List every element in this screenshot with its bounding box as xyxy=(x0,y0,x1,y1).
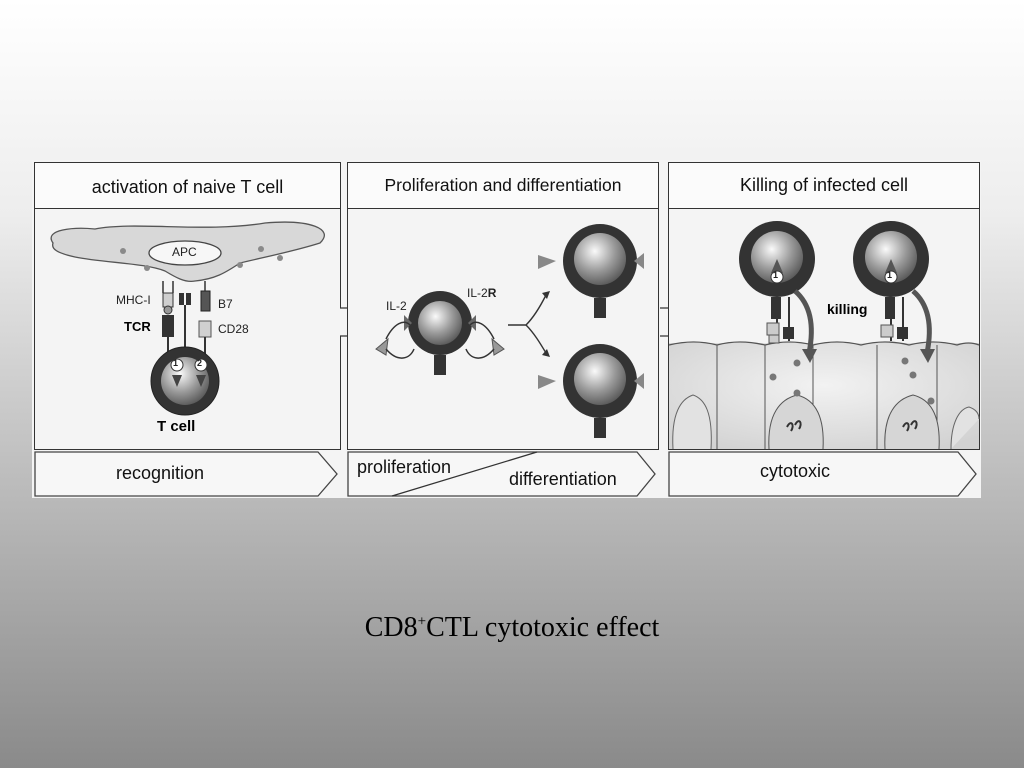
ctl-1-signal-label: 1 xyxy=(773,270,779,280)
panel-activation: activation of naive T cell xyxy=(34,162,341,450)
panel-killing-title: Killing of infected cell xyxy=(739,175,909,195)
signal-2-marker xyxy=(194,358,208,372)
ctl-2-signal-label: 1 xyxy=(887,270,893,280)
tcr-molecule xyxy=(162,315,174,337)
tcr-label: TCR xyxy=(124,319,151,334)
panel-proliferation-title: Proliferation and differentiation xyxy=(384,175,622,195)
cd28-label: CD28 xyxy=(218,322,249,336)
arrow-cytotoxic: cytotoxic xyxy=(668,451,978,497)
il2-triangle-left xyxy=(375,337,389,356)
arrow-proliferation: proliferation differentiation xyxy=(347,451,657,497)
mhc-label: MHC-I xyxy=(116,293,151,307)
activation-illustration xyxy=(50,221,325,416)
apc-nucleus xyxy=(148,240,222,266)
arrow-differentiation-label: differentiation xyxy=(509,469,617,489)
il2r-label: IL-2R xyxy=(467,286,497,300)
signal-2-label: 2 xyxy=(197,358,203,368)
killing-label: killing xyxy=(827,301,868,317)
t-cell-label: T cell xyxy=(157,418,196,435)
apc-label: APC xyxy=(172,245,197,259)
panel-proliferation-header: Proliferation and differentiation xyxy=(348,163,658,209)
panel-proliferation: Proliferation and differentiation xyxy=(347,162,659,450)
arrow-recognition-label: recognition xyxy=(116,463,205,483)
b7-label: B7 xyxy=(218,297,233,311)
panel-killing-header: Killing of infected cell xyxy=(669,163,979,209)
panel-activation-header: activation of naive T cell xyxy=(35,163,340,209)
panel-activation-title: activation of naive T cell xyxy=(91,177,284,197)
arrow-recognition: recognition xyxy=(34,451,339,497)
il2-label: IL-2 xyxy=(386,299,407,313)
proliferation-illustration xyxy=(375,224,644,438)
diagram-figure: activation of naive T cell xyxy=(32,160,981,498)
il2-triangle-right xyxy=(491,337,505,356)
arrow-cytotoxic-label: cytotoxic xyxy=(760,461,831,481)
signal-1-label: 1 xyxy=(173,358,179,368)
signal-1-marker xyxy=(170,358,184,372)
killing-illustration xyxy=(668,221,980,450)
arrow-proliferation-label: proliferation xyxy=(357,457,452,477)
slide-caption: CD8+CTL cytotoxic effect xyxy=(364,612,660,643)
panel-killing: Killing of infected cell xyxy=(668,162,980,450)
